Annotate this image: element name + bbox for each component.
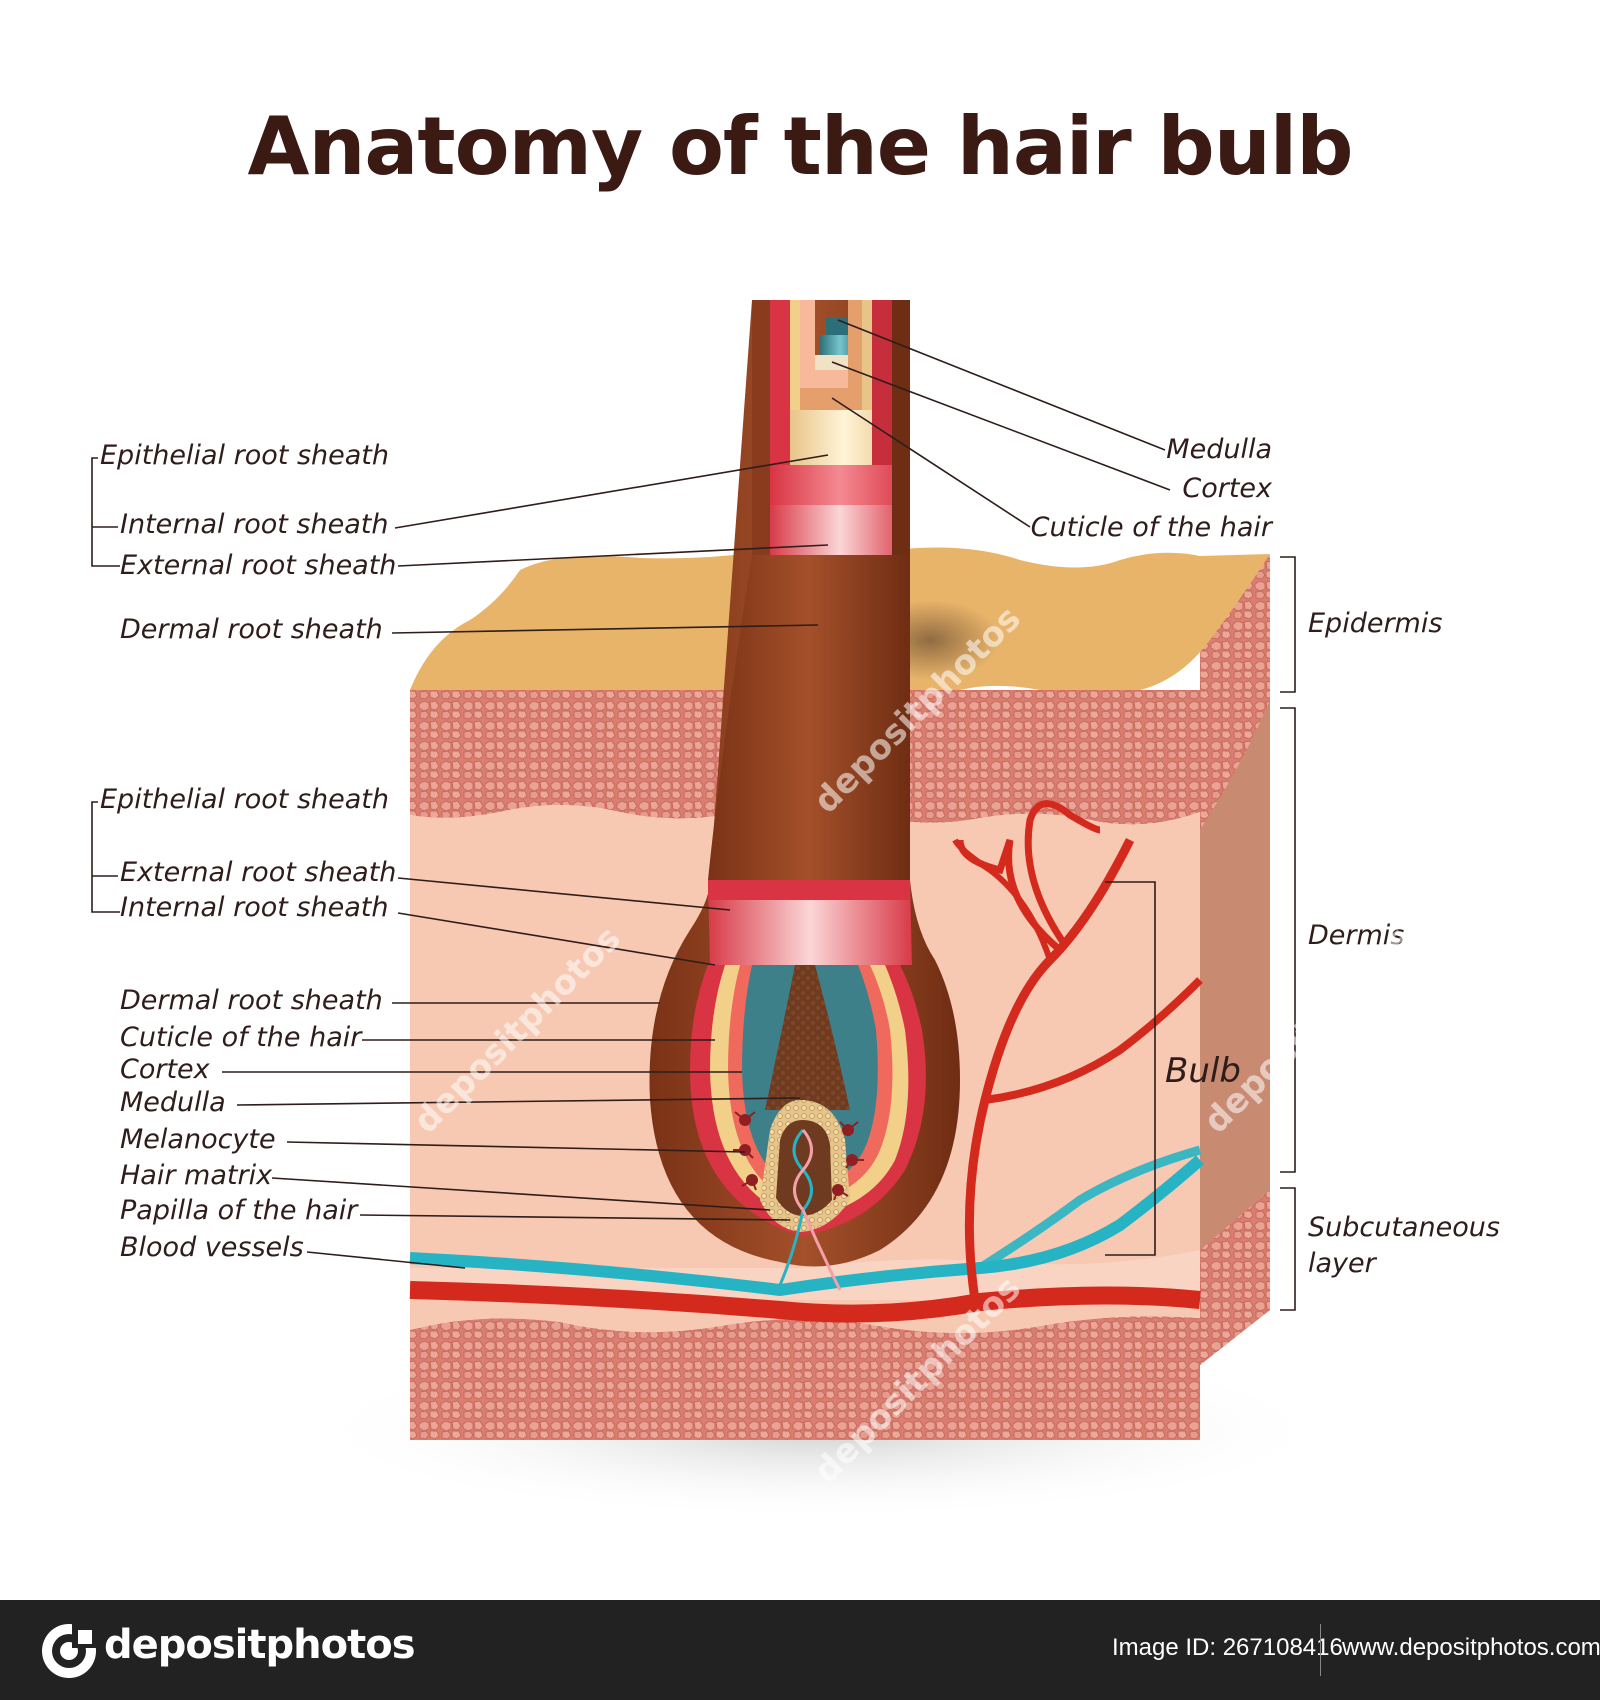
depositphotos-logo-icon <box>42 1624 96 1678</box>
label-cuticle-bottom: Cuticle of the hair <box>120 1022 362 1053</box>
label-internal-root-sheath-bottom: Internal root sheath <box>120 892 389 923</box>
label-melanocyte: Melanocyte <box>120 1124 276 1155</box>
label-papilla: Papilla of the hair <box>120 1195 358 1226</box>
label-cuticle-top: Cuticle of the hair <box>1030 512 1272 543</box>
bulb-core <box>765 965 850 1110</box>
shaft-dermal <box>708 555 910 880</box>
label-dermal-root-sheath-bottom: Dermal root sheath <box>120 985 383 1016</box>
label-epithelial-root-sheath-bottom: Epithelial root sheath <box>100 784 389 815</box>
footer-site-link[interactable]: www.depositphotos.com <box>1342 1634 1600 1661</box>
right-brackets <box>1105 556 1296 1311</box>
page-title: Anatomy of the hair bulb <box>247 100 1354 193</box>
subcutaneous-cells <box>410 1316 1200 1440</box>
footer-brand[interactable]: depositphotos <box>104 1622 416 1668</box>
bulb-sheath-band <box>708 880 912 965</box>
footer-separator <box>1320 1624 1321 1676</box>
label-cortex-top: Cortex <box>1182 473 1272 504</box>
label-cortex-bottom: Cortex <box>120 1054 210 1085</box>
label-external-root-sheath-top: External root sheath <box>120 550 397 581</box>
hair-bulb-diagram <box>91 300 1340 1520</box>
label-epidermis: Epidermis <box>1308 608 1443 639</box>
label-blood-vessels: Blood vessels <box>120 1232 304 1263</box>
label-medulla-top: Medulla <box>1166 434 1272 465</box>
label-epithelial-root-sheath-top: Epithelial root sheath <box>100 440 389 471</box>
footer-image-id: Image ID: 267108416 <box>1112 1634 1343 1661</box>
footer-bar: depositphotos Image ID: 267108416 www.de… <box>0 1600 1600 1700</box>
label-dermal-root-sheath-top: Dermal root sheath <box>120 614 383 645</box>
label-external-root-sheath-bottom: External root sheath <box>120 857 397 888</box>
artery-branch <box>964 837 1135 1301</box>
vein-main <box>409 1155 1204 1297</box>
label-medulla-bottom: Medulla <box>120 1087 226 1118</box>
label-bulb: Bulb <box>1165 1051 1241 1091</box>
leader-lines <box>222 319 1171 1269</box>
label-dermis: Dermis <box>1308 920 1405 951</box>
label-subcutaneous-layer: layer <box>1308 1248 1376 1279</box>
artery-main <box>409 1281 1201 1323</box>
melanocytes <box>733 1111 864 1201</box>
label-subcutaneous: Subcutaneous <box>1308 1212 1500 1243</box>
label-internal-root-sheath-top: Internal root sheath <box>120 509 389 540</box>
left-brackets <box>91 457 120 913</box>
label-hair-matrix: Hair matrix <box>120 1160 273 1191</box>
